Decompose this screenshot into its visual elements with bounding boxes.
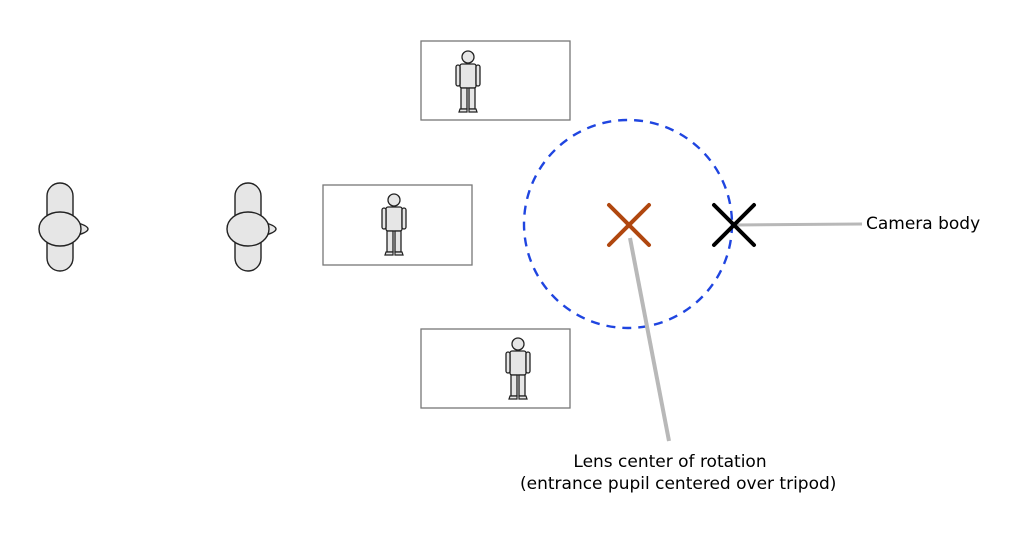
standing-person-icon [381, 193, 407, 256]
lens-center-label-line1: Lens center of rotation [573, 452, 767, 472]
standing-person-icon [455, 50, 481, 113]
subject-frame-bottom [420, 328, 571, 409]
lens-center-label: Lens center of rotation (entrance pupil … [520, 451, 836, 495]
person-top-view-icon [38, 182, 89, 272]
subject-frame-top [420, 40, 571, 121]
standing-person-icon [505, 337, 531, 400]
lens-center-x-mark-icon [607, 203, 651, 247]
lens-center-label-line2: (entrance pupil centered over tripod) [520, 474, 837, 494]
lens-center-leader-line [628, 237, 671, 442]
subject-frame-middle [322, 184, 473, 266]
camera-body-leader-line [734, 222, 863, 227]
person-top-view-icon [226, 182, 277, 272]
camera-body-x-mark-icon [712, 203, 756, 247]
camera-body-label: Camera body [866, 214, 981, 234]
